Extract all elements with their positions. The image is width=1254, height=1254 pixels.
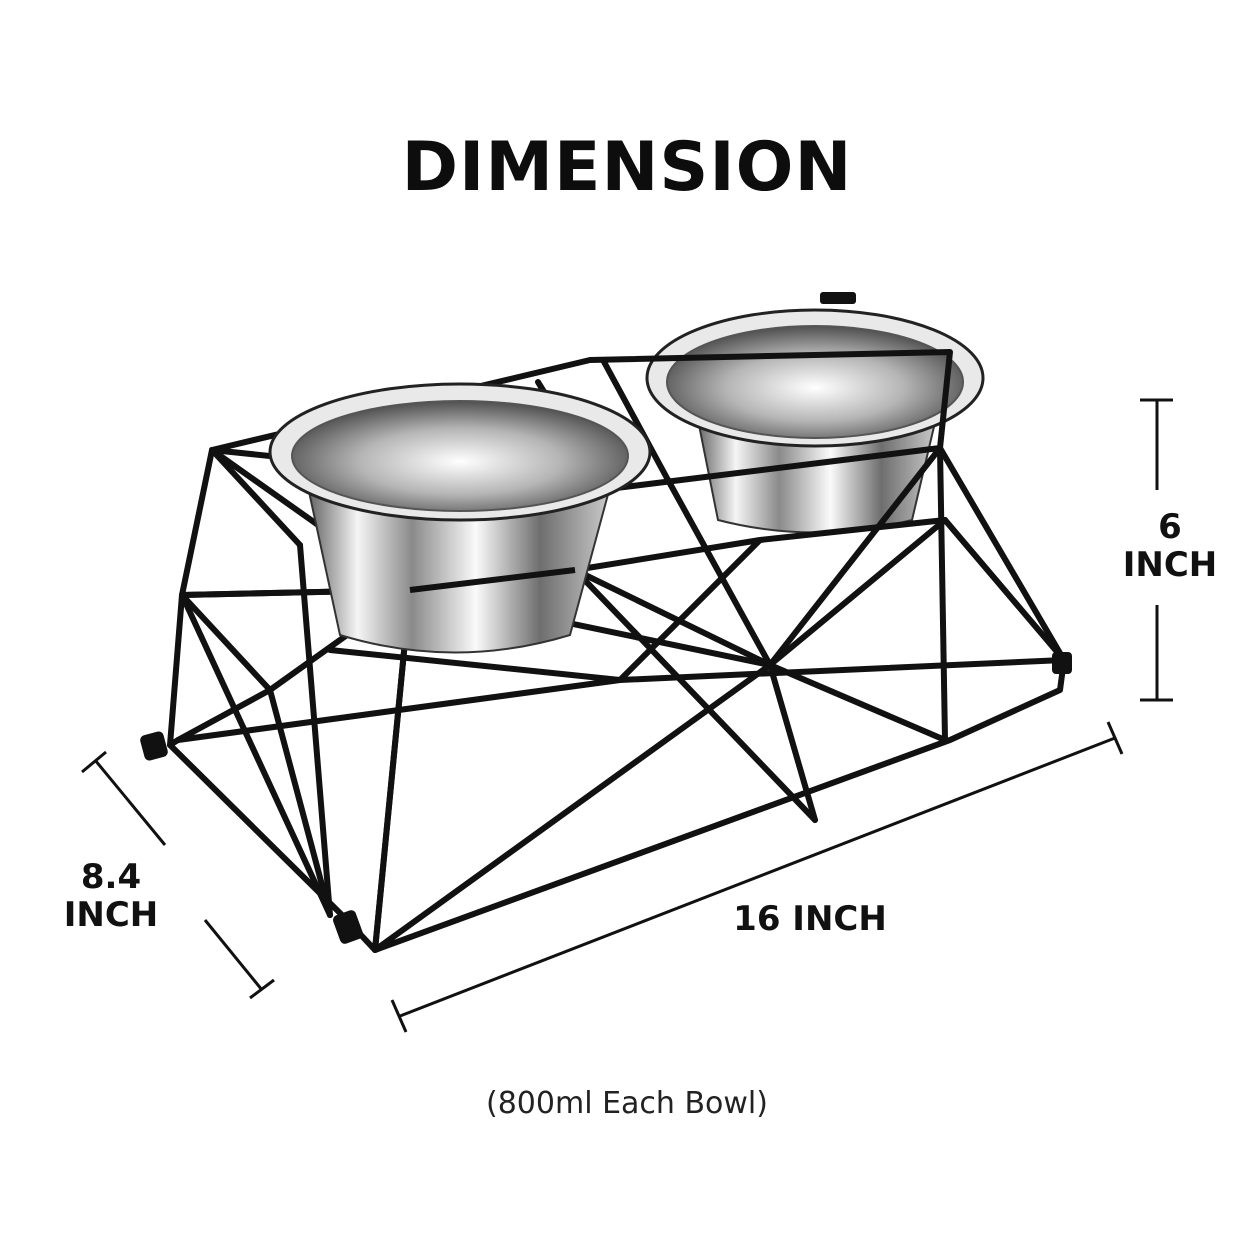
depth-unit: INCH [63,895,159,935]
height-label: 6 INCH [1122,508,1218,584]
bowl-left [268,382,652,654]
height-value: 6 [1158,507,1182,547]
depth-dimension-line [81,750,275,1000]
depth-label: 8.4 INCH [56,858,166,934]
depth-value: 8.4 [80,857,142,897]
bowl-capacity-caption: (800ml Each Bowl) [486,1086,768,1121]
height-unit: INCH [1122,545,1218,585]
rubber-feet [140,292,1072,944]
height-dimension-line [1140,398,1173,702]
bowl-right [645,308,985,534]
length-label: 16 INCH [733,899,887,939]
page-title: DIMENSION [401,128,853,207]
length-dimension-line [390,721,1124,1033]
